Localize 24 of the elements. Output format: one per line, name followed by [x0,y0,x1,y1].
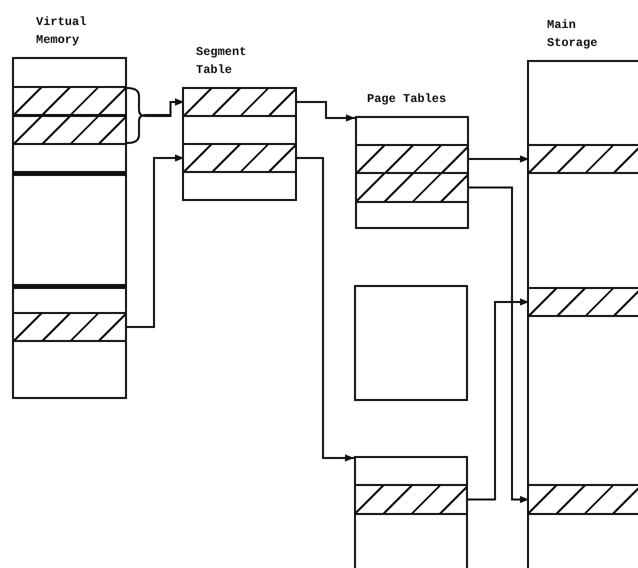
hatched-entry [14,86,125,116]
hatched-entry [14,115,125,145]
arrow [466,298,529,500]
hatched-entry [529,484,638,515]
hatched-entry [529,144,638,174]
arrow [125,154,184,328]
arrow [295,157,354,462]
hatched-entry [356,484,466,515]
hatched-entry [357,144,467,174]
column-heading: Segment Table [196,44,248,79]
column-heading: Main Storage [547,17,598,52]
arrow [295,101,355,122]
empty-table-box [354,285,468,401]
arrow [467,186,529,504]
empty-table-box [354,456,468,568]
hatched-entry [357,172,467,203]
column-heading: Page Tables [367,91,447,108]
arrow [467,155,529,163]
hatched-entry [529,287,638,317]
hatched-entry [184,87,295,117]
hatched-entry [184,143,295,173]
arrow [126,98,184,144]
hatched-entry [14,312,125,342]
column-heading: Virtual Memory [36,14,88,49]
